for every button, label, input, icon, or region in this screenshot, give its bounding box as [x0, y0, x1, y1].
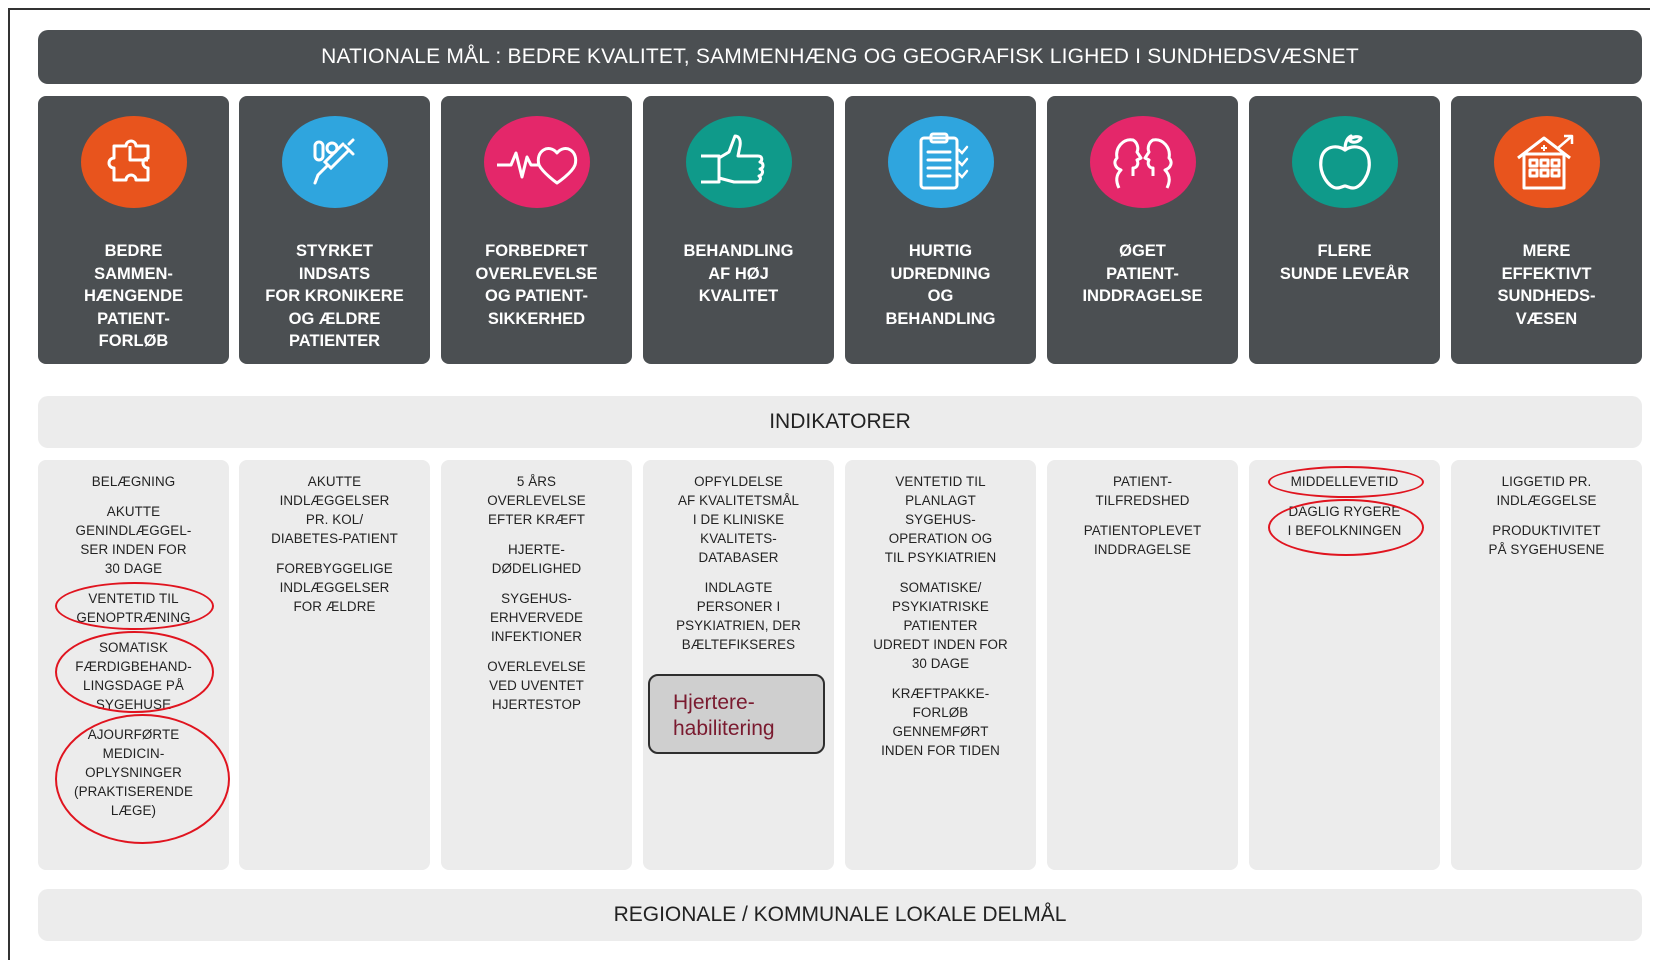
- indicator-column-6: PATIENT- TILFREDSHED PATIENTOPLEVET INDD…: [1047, 460, 1238, 870]
- indicator-item: MIDDELLEVETID: [1290, 474, 1399, 489]
- apple-icon: [1292, 116, 1398, 208]
- indicator-column-5: VENTETID TIL PLANLAGT SYGEHUS- OPERATION…: [845, 460, 1036, 870]
- indicator-item: AKUTTE INDLÆGGELSER PR. KOL/ DIABETES-PA…: [271, 474, 398, 546]
- puzzle-icon: [81, 116, 187, 208]
- thumbs-up-icon: [686, 116, 792, 208]
- indicator-item: KRÆFTPAKKE- FORLØB GENNEMFØRT INDEN FOR …: [881, 686, 1000, 758]
- indicator-item: SYGEHUS- ERHVERVEDE INFEKTIONER: [489, 591, 584, 644]
- indicator-item: INDLAGTE PERSONER I PSYKIATRIEN, DER BÆL…: [676, 580, 801, 652]
- indicator-item: FOREBYGGELIGE INDLÆGGELSER FOR ÆLDRE: [276, 561, 393, 614]
- indicator-item: HJERTE- DØDELIGHED: [491, 542, 582, 576]
- goal-label: FLERE SUNDE LEVEÅR: [1279, 242, 1410, 283]
- indicator-column-3: 5 ÅRS OVERLEVELSE EFTER KRÆFT HJERTE- DØ…: [441, 460, 632, 870]
- indicator-item: VENTETID TIL PLANLAGT SYGEHUS- OPERATION…: [884, 474, 997, 565]
- goal-tile-8: MERE EFFEKTIVT SUNDHEDS- VÆSEN: [1451, 96, 1642, 364]
- goal-tile-3: FORBEDRET OVERLEVELSE OG PATIENT- SIKKER…: [441, 96, 632, 364]
- syringe-icon: [282, 116, 388, 208]
- national-goals-banner: NATIONALE MÅL : BEDRE KVALITET, SAMMENHÆ…: [38, 30, 1642, 84]
- indicator-item: PATIENTOPLEVET INDDRAGELSE: [1083, 523, 1202, 557]
- goal-label: ØGET PATIENT- INDDRAGELSE: [1082, 242, 1203, 305]
- indicator-item: SOMATISK FÆRDIGBEHAND- LINGSDAGE PÅ SYGE…: [75, 640, 192, 712]
- goal-tile-2: STYRKET INDSATS FOR KRONIKERE OG ÆLDRE P…: [239, 96, 430, 364]
- indicator-column-8: LIGGETID PR. INDLÆGGELSE PRODUKTIVITET P…: [1451, 460, 1642, 870]
- goal-label: STYRKET INDSATS FOR KRONIKERE OG ÆLDRE P…: [265, 242, 404, 350]
- indicator-item: 5 ÅRS OVERLEVELSE EFTER KRÆFT: [487, 474, 586, 527]
- goal-tile-6: ØGET PATIENT- INDDRAGELSE: [1047, 96, 1238, 364]
- indicator-item: SOMATISKE/ PSYKIATRISKE PATIENTER UDREDT…: [873, 580, 1008, 671]
- rehabilitation-note-box: Hjertere- habilitering: [648, 674, 825, 754]
- checklist-icon: [888, 116, 994, 208]
- indicator-item: BELÆGNING: [91, 474, 176, 489]
- indicator-item: DAGLIG RYGERE I BEFOLKNINGEN: [1287, 504, 1402, 538]
- goal-label: BEHANDLING AF HØJ KVALITET: [683, 242, 794, 305]
- indicator-item: PRODUKTIVITET PÅ SYGEHUSENE: [1488, 523, 1605, 557]
- goal-label: BEDRE SAMMEN- HÆNGENDE PATIENT- FORLØB: [83, 242, 183, 350]
- heartbeat-icon: [484, 116, 590, 208]
- indicators-header: INDIKATORER: [38, 396, 1642, 448]
- regional-municipal-footer: REGIONALE / KOMMUNALE LOKALE DELMÅL: [38, 889, 1642, 941]
- goal-label: FORBEDRET OVERLEVELSE OG PATIENT- SIKKER…: [475, 242, 598, 328]
- indicator-column-4: OPFYLDELSE AF KVALITETSMÅL I DE KLINISKE…: [643, 460, 834, 870]
- indicator-item: AKUTTE GENINDLÆGGEL- SER INDEN FOR 30 DA…: [75, 504, 192, 576]
- goal-tile-1: BEDRE SAMMEN- HÆNGENDE PATIENT- FORLØB: [38, 96, 229, 364]
- faces-icon: [1090, 116, 1196, 208]
- indicator-item: OPFYLDELSE AF KVALITETSMÅL I DE KLINISKE…: [677, 474, 800, 565]
- indicator-item: VENTETID TIL GENOPTRÆNING: [76, 591, 191, 625]
- indicator-column-1: BELÆGNING AKUTTE GENINDLÆGGEL- SER INDEN…: [38, 460, 229, 870]
- goal-label: MERE EFFEKTIVT SUNDHEDS- VÆSEN: [1497, 242, 1596, 328]
- goal-tile-4: BEHANDLING AF HØJ KVALITET: [643, 96, 834, 364]
- goal-tile-5: HURTIG UDREDNING OG BEHANDLING: [845, 96, 1036, 364]
- indicator-item: AJOURFØRTE MEDICIN- OPLYSNINGER (PRAKTIS…: [74, 727, 193, 818]
- hospital-icon: [1494, 116, 1600, 208]
- goal-label: HURTIG UDREDNING OG BEHANDLING: [885, 242, 996, 328]
- indicator-item: PATIENT- TILFREDSHED: [1095, 474, 1190, 508]
- goal-tile-7: FLERE SUNDE LEVEÅR: [1249, 96, 1440, 364]
- page-frame: [8, 8, 1650, 960]
- indicator-item: LIGGETID PR. INDLÆGGELSE: [1496, 474, 1597, 508]
- indicator-column-7: MIDDELLEVETID DAGLIG RYGERE I BEFOLKNING…: [1249, 460, 1440, 870]
- indicator-item: OVERLEVELSE VED UVENTET HJERTESTOP: [487, 659, 586, 712]
- indicator-column-2: AKUTTE INDLÆGGELSER PR. KOL/ DIABETES-PA…: [239, 460, 430, 870]
